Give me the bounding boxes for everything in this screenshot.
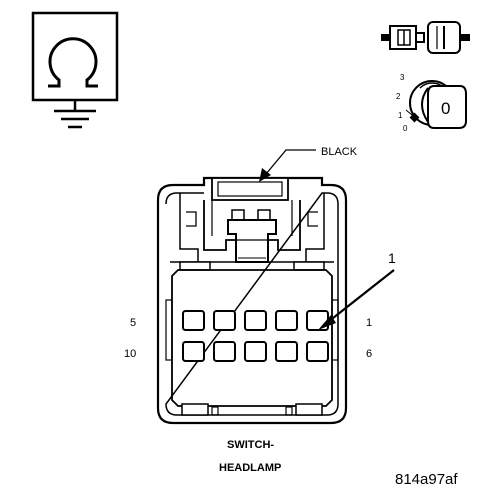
callout-number: 1 bbox=[388, 250, 396, 266]
pin-5 bbox=[182, 310, 205, 331]
pin-label-top-right: 1 bbox=[366, 317, 372, 329]
ignition-pos-1: 1 bbox=[398, 111, 403, 120]
pin-3 bbox=[244, 310, 267, 331]
ignition-pos-3: 3 bbox=[400, 73, 405, 82]
ignition-key-label: 0 bbox=[441, 99, 450, 118]
pin-cavities bbox=[182, 310, 329, 362]
pin-label-bottom-right: 6 bbox=[366, 348, 372, 360]
connector-probe-icon bbox=[381, 21, 470, 54]
pin-label-bottom-left: 10 bbox=[124, 348, 136, 360]
connector-name-line1: SWITCH- bbox=[227, 439, 274, 451]
pin-callout: 1 bbox=[318, 250, 396, 330]
pin-10 bbox=[182, 341, 205, 362]
pin-2 bbox=[275, 310, 298, 331]
pin-9 bbox=[213, 341, 236, 362]
pin-7 bbox=[275, 341, 298, 362]
ignition-key-icon: 3 2 1 0 0 bbox=[396, 73, 467, 133]
pin-6 bbox=[306, 341, 329, 362]
figure-id: 814a97af bbox=[395, 471, 458, 488]
ohm-symbol-icon bbox=[31, 11, 119, 129]
color-callout: BLACK bbox=[259, 146, 358, 182]
pin-8 bbox=[244, 341, 267, 362]
pin-label-top-left: 5 bbox=[130, 317, 136, 329]
connector-housing bbox=[156, 176, 348, 425]
ignition-pos-2: 2 bbox=[396, 92, 401, 101]
ignition-pos-0: 0 bbox=[403, 124, 408, 133]
connector-name-line2: HEADLAMP bbox=[219, 462, 281, 474]
connector-color-label: BLACK bbox=[321, 146, 358, 158]
pin-4 bbox=[213, 310, 236, 331]
